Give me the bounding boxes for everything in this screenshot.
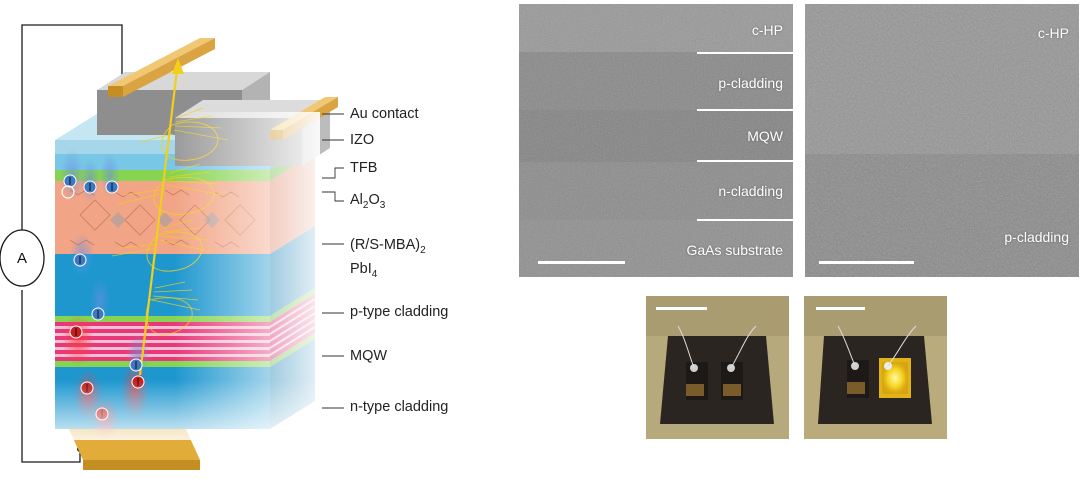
photo-on-scalebar — [816, 307, 865, 310]
leader-lines — [322, 113, 344, 409]
tem-right-label-chp: c-HP — [1037, 25, 1069, 41]
device-schematic: A — [0, 24, 344, 470]
tem-image-right: c-HP p-cladding — [805, 4, 1079, 277]
tem-left-label-p-cladding: p-cladding — [718, 75, 783, 91]
tem-right-scalebar — [819, 261, 914, 264]
device-photo-on — [804, 296, 947, 439]
ammeter-label: A — [17, 250, 27, 267]
tem-left-line-1 — [697, 52, 793, 54]
tem-left-label-n-cladding: n-cladding — [718, 183, 783, 199]
tem-left-label-substrate: GaAs substrate — [686, 242, 784, 258]
tem-right-label-p-cladding: p-cladding — [1004, 229, 1069, 245]
ammeter: A — [0, 229, 45, 287]
label-n-cladding: n-type cladding — [350, 399, 449, 415]
tem-left-label-mqw: MQW — [747, 128, 783, 144]
circuit-wire — [21, 24, 123, 463]
tem-image-left: c-HP p-cladding MQW n-cladding GaAs subs… — [519, 4, 793, 277]
label-mqw: MQW — [350, 348, 388, 364]
label-mba-perovskite: (R/S-MBA)2 PbI4 — [350, 237, 426, 280]
tem-left-line-2 — [697, 109, 793, 111]
tem-left-line-4 — [697, 219, 793, 221]
label-al2o3: Al2O3 — [350, 192, 386, 211]
tem-left-label-chp: c-HP — [751, 22, 783, 38]
label-izo: IZO — [350, 132, 375, 148]
label-tfb: TFB — [350, 160, 378, 176]
label-au-contact: Au contact — [350, 106, 419, 122]
tem-left-scalebar — [538, 261, 625, 264]
tem-left-line-3 — [697, 160, 793, 162]
photo-off-scalebar — [656, 307, 707, 310]
label-p-cladding: p-type cladding — [350, 304, 449, 320]
device-photo-off — [646, 296, 789, 439]
